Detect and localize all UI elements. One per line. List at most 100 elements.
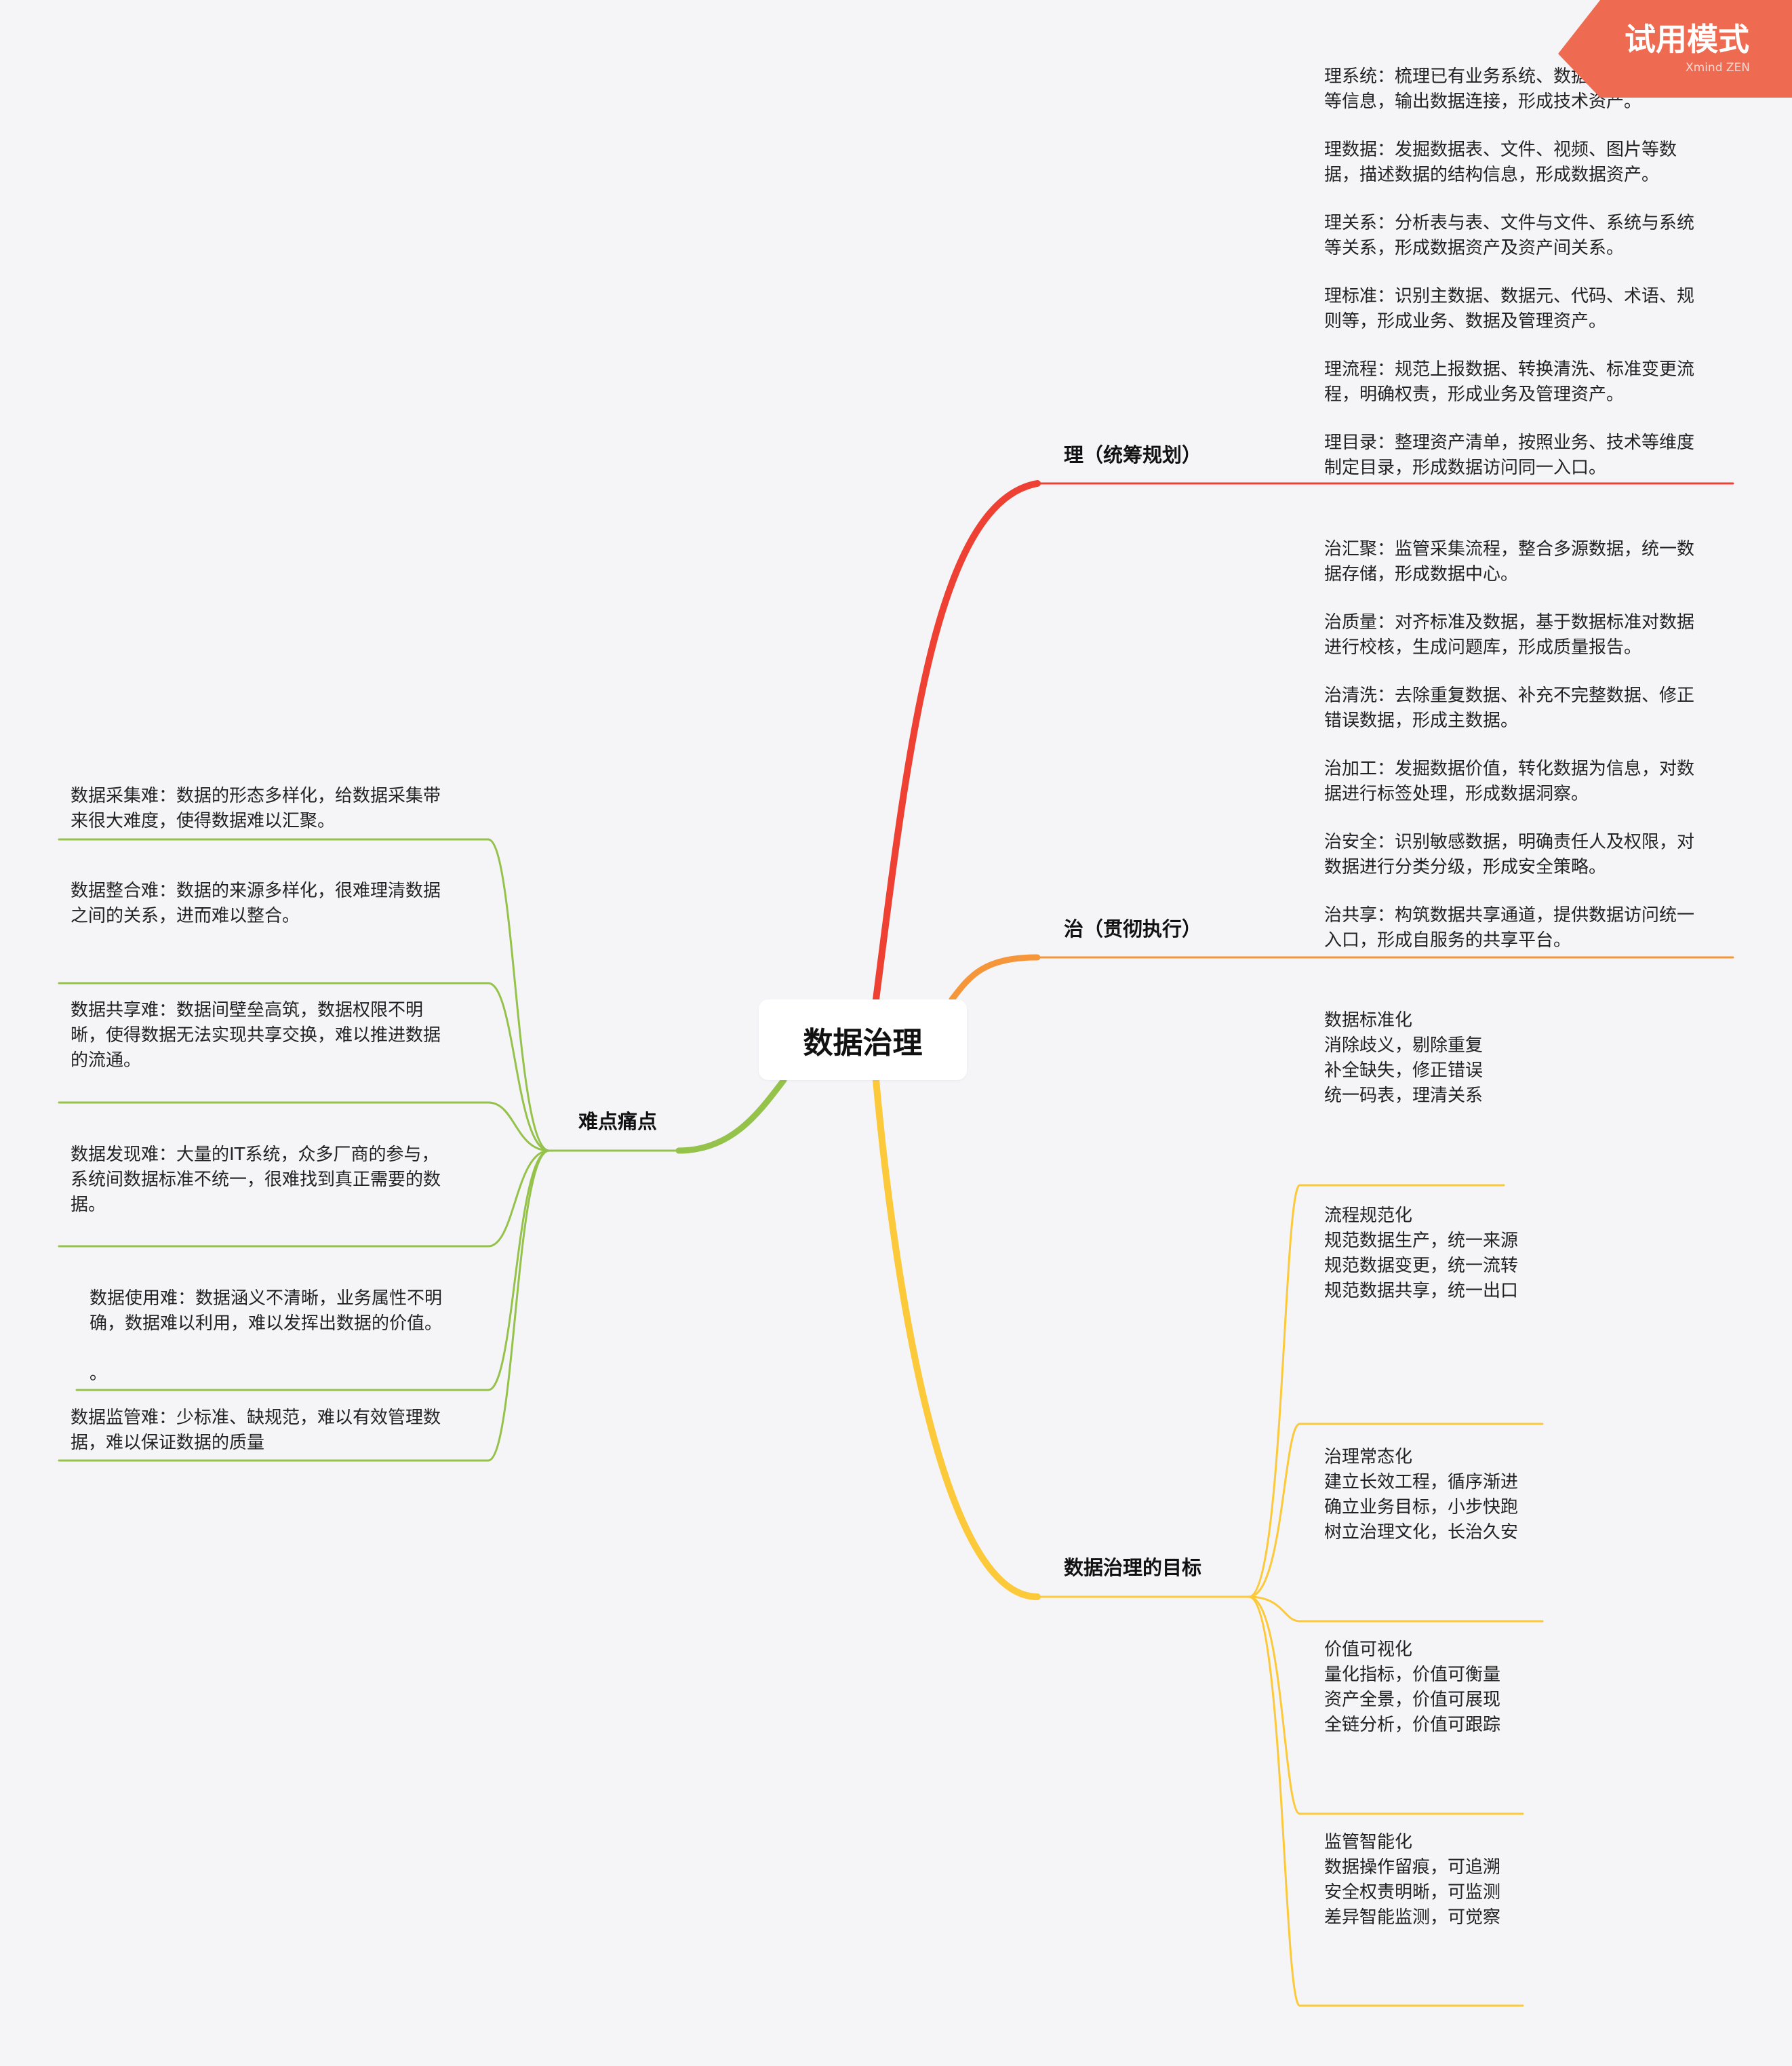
leaf-text-line: 确，数据难以利用，难以发挥出数据的价值。 xyxy=(89,1313,443,1334)
leaf-text-line: 数据监管难：少标准、缺规范，难以有效管理数 xyxy=(71,1408,441,1428)
sub-branch-line-pain-3 xyxy=(487,1149,551,1248)
leaf-text-line: 治加工：发掘数据价值，转化数据为信息，对数 xyxy=(1324,759,1695,779)
leaf-text-line: 据。 xyxy=(71,1195,106,1215)
leaf-text-line: 量化指标，价值可衡量 xyxy=(1324,1665,1501,1685)
leaf-text-line: 数据标准化 xyxy=(1324,1010,1413,1031)
trial-mode-label: 试用模式 xyxy=(1625,21,1749,58)
leaf-text-line: 治安全：识别敏感数据，明确责任人及权限，对 xyxy=(1324,832,1695,852)
leaf-topic-goals-4[interactable]: 监管智能化数据操作留痕，可追溯安全权责明晰，可监测差异智能监测，可觉察 xyxy=(1324,1830,1500,1930)
leaf-text-line: 据进行标签处理，形成数据洞察。 xyxy=(1324,784,1589,804)
leaf-text-line: 数据采集难：数据的形态多样化，给数据采集带 xyxy=(71,786,441,806)
leaf-text-line: 规范数据生产，统一来源 xyxy=(1324,1231,1519,1251)
leaf-text-line: 流程规范化 xyxy=(1324,1206,1413,1226)
leaf-topic-li-4[interactable]: 理流程：规范上报数据、转换清洗、标准变更流程，明确权责，形成业务及管理资产。 xyxy=(1324,357,1694,408)
leaf-topic-pain-1[interactable]: 数据整合难：数据的来源多样化，很难理清数据之间的关系，进而难以整合。 xyxy=(71,879,441,929)
leaf-text-line: 规范数据变更，统一流转 xyxy=(1324,1256,1519,1276)
trial-mode-brand: Xmind ZEN xyxy=(1686,61,1751,75)
sub-branch-line-goals-4 xyxy=(1248,1595,1301,2007)
leaf-text-line: 数据共享难：数据间壁垒高筑，数据权限不明 xyxy=(71,1000,424,1020)
branch-topic-pain[interactable]: 难点痛点 xyxy=(578,1110,658,1133)
leaf-text-line: 监管智能化 xyxy=(1324,1832,1413,1852)
leaf-text-line: 数据发现难：大量的IT系统，众多厂商的参与， xyxy=(71,1145,439,1165)
leaf-text-line: 治共享：构筑数据共享通道，提供数据访问统一 xyxy=(1324,905,1695,926)
sub-branch-line-goals-3 xyxy=(1248,1595,1301,1815)
sub-branch-line-pain-4 xyxy=(487,1149,551,1391)
leaf-topic-zhi-0[interactable]: 治汇聚：监管采集流程，整合多源数据，统一数据存储，形成数据中心。 xyxy=(1324,537,1694,587)
leaf-text-line: 消除歧义，剔除重复 xyxy=(1324,1035,1484,1056)
leaf-text-line: 的流通。 xyxy=(71,1050,142,1071)
leaf-text-line: 制定目录，形成数据访问同一入口。 xyxy=(1324,458,1607,478)
branch-line-pain xyxy=(675,1077,787,1154)
leaf-text-line: 数据进行分类分级，形成安全策略。 xyxy=(1324,857,1607,877)
leaf-text-line: 安全权责明晰，可监测 xyxy=(1324,1882,1501,1903)
leaf-topic-zhi-2[interactable]: 治清洗：去除重复数据、补充不完整数据、修正错误数据，形成主数据。 xyxy=(1324,683,1694,734)
leaf-topic-li-3[interactable]: 理标准：识别主数据、数据元、代码、术语、规则等，形成业务、数据及管理资产。 xyxy=(1324,284,1694,334)
leaf-text-line: 入口，形成自服务的共享平台。 xyxy=(1324,930,1572,951)
sub-branch-line-pain-1 xyxy=(487,982,551,1152)
leaf-text-line: 治理常态化 xyxy=(1324,1447,1413,1467)
leaf-topic-zhi-3[interactable]: 治加工：发掘数据价值，转化数据为信息，对数据进行标签处理，形成数据洞察。 xyxy=(1324,757,1694,807)
leaf-text-line: 之间的关系，进而难以整合。 xyxy=(71,906,300,926)
leaf-text-line: 来很大难度，使得数据难以汇聚。 xyxy=(71,811,336,831)
leaf-text-line: 差异智能监测，可觉察 xyxy=(1324,1907,1501,1928)
leaf-text-line xyxy=(89,1336,442,1362)
leaf-text-line: 程，明确权责，形成业务及管理资产。 xyxy=(1324,384,1625,405)
leaf-text-line: 治清洗：去除重复数据、补充不完整数据、修正 xyxy=(1324,686,1695,706)
leaf-topic-pain-2[interactable]: 数据共享难：数据间壁垒高筑，数据权限不明晰，使得数据无法实现共享交换，难以推进数… xyxy=(71,998,441,1073)
leaf-text-line: 。 xyxy=(89,1364,108,1384)
leaf-text-line: 规范数据共享，统一出口 xyxy=(1324,1281,1519,1301)
central-topic[interactable]: 数据治理 xyxy=(759,999,967,1080)
leaf-topic-pain-0[interactable]: 数据采集难：数据的形态多样化，给数据采集带来很大难度，使得数据难以汇聚。 xyxy=(71,784,441,834)
leaf-text-line: 据，描述数据的结构信息，形成数据资产。 xyxy=(1324,165,1660,185)
leaf-text-line: 建立长效工程，循序渐进 xyxy=(1324,1472,1519,1492)
leaf-text-line: 据存储，形成数据中心。 xyxy=(1324,564,1519,584)
leaf-text-line: 统一码表，理清关系 xyxy=(1324,1086,1484,1106)
leaf-text-line: 等关系，形成数据资产及资产间关系。 xyxy=(1324,238,1625,258)
leaf-text-line: 则等，形成业务、数据及管理资产。 xyxy=(1324,311,1607,332)
leaf-text-line: 数据使用难：数据涵义不清晰，业务属性不明 xyxy=(89,1288,443,1309)
leaf-text-line: 全链分析，价值可跟踪 xyxy=(1324,1715,1501,1735)
sub-branch-line-goals-0 xyxy=(1248,1184,1301,1598)
leaf-topic-li-1[interactable]: 理数据：发掘数据表、文件、视频、图片等数据，描述数据的结构信息，形成数据资产。 xyxy=(1324,138,1677,188)
leaf-text-line: 系统间数据标准不统一，很难找到真正需要的数 xyxy=(71,1170,441,1190)
leaf-text-line: 理目录：整理资产清单，按照业务、技术等维度 xyxy=(1324,433,1695,453)
leaf-topic-zhi-1[interactable]: 治质量：对齐标准及数据，基于数据标准对数据进行校核，生成问题库，形成质量报告。 xyxy=(1324,610,1694,660)
leaf-text-line: 补全缺失，修正错误 xyxy=(1324,1060,1484,1081)
leaf-text-line: 治汇聚：监管采集流程，整合多源数据，统一数 xyxy=(1324,539,1695,559)
leaf-topic-goals-1[interactable]: 流程规范化规范数据生产，统一来源规范数据变更，统一流转规范数据共享，统一出口 xyxy=(1324,1204,1518,1304)
leaf-text-line: 理标准：识别主数据、数据元、代码、术语、规 xyxy=(1324,286,1695,306)
leaf-topic-goals-2[interactable]: 治理常态化建立长效工程，循序渐进确立业务目标，小步快跑树立治理文化，长治久安 xyxy=(1324,1445,1518,1545)
leaf-text-line: 确立业务目标，小步快跑 xyxy=(1324,1497,1519,1517)
leaf-text-line: 错误数据，形成主数据。 xyxy=(1324,711,1519,731)
leaf-topic-pain-4[interactable]: 数据使用难：数据涵义不清晰，业务属性不明确，数据难以利用，难以发挥出数据的价值。… xyxy=(89,1286,442,1387)
leaf-text-line: 理数据：发掘数据表、文件、视频、图片等数 xyxy=(1324,140,1677,160)
leaf-topic-pain-5[interactable]: 数据监管难：少标准、缺规范，难以有效管理数据，难以保证数据的质量 xyxy=(71,1406,441,1456)
leaf-topic-pain-3[interactable]: 数据发现难：大量的IT系统，众多厂商的参与， 系统间数据标准不统一，很难找到真正需… xyxy=(71,1143,441,1218)
branch-line-zhi xyxy=(949,954,1041,1003)
branch-topic-zhi[interactable]: 治（贯彻执行） xyxy=(1064,917,1202,940)
leaf-text-line: 资产全景，价值可展现 xyxy=(1324,1690,1501,1710)
leaf-topic-goals-3[interactable]: 价值可视化量化指标，价值可衡量资产全景，价值可展现全链分析，价值可跟踪 xyxy=(1324,1637,1500,1738)
leaf-text-line: 数据操作留痕，可追溯 xyxy=(1324,1857,1501,1878)
leaf-text-line: 晰，使得数据无法实现共享交换，难以推进数据 xyxy=(71,1025,441,1046)
leaf-text-line: 进行校核，生成问题库，形成质量报告。 xyxy=(1324,637,1642,658)
leaf-topic-zhi-5[interactable]: 治共享：构筑数据共享通道，提供数据访问统一入口，形成自服务的共享平台。 xyxy=(1324,903,1694,953)
sub-branch-line-pain-0 xyxy=(487,838,551,1152)
sub-branch-line-pain-2 xyxy=(487,1101,551,1152)
trial-mode-ribbon[interactable]: 试用模式 Xmind ZEN xyxy=(1558,0,1792,98)
leaf-text-line: 理关系：分析表与表、文件与文件、系统与系统 xyxy=(1324,213,1695,233)
leaf-topic-li-2[interactable]: 理关系：分析表与表、文件与文件、系统与系统等关系，形成数据资产及资产间关系。 xyxy=(1324,211,1694,261)
leaf-text-line: 数据整合难：数据的来源多样化，很难理清数据 xyxy=(71,881,441,901)
leaf-topic-li-5[interactable]: 理目录：整理资产清单，按照业务、技术等维度制定目录，形成数据访问同一入口。 xyxy=(1324,431,1694,481)
branch-topic-goals[interactable]: 数据治理的目标 xyxy=(1064,1556,1202,1579)
leaf-topic-zhi-4[interactable]: 治安全：识别敏感数据，明确责任人及权限，对数据进行分类分级，形成安全策略。 xyxy=(1324,830,1694,880)
branch-line-goals xyxy=(873,1077,1041,1600)
sub-branch-line-goals-2 xyxy=(1248,1595,1301,1623)
leaf-text-line: 治质量：对齐标准及数据，基于数据标准对数据 xyxy=(1324,612,1695,633)
leaf-topic-goals-0[interactable]: 数据标准化消除歧义，剔除重复补全缺失，修正错误统一码表，理清关系 xyxy=(1324,1008,1483,1109)
leaf-text-line: 理流程：规范上报数据、转换清洗、标准变更流 xyxy=(1324,359,1695,380)
branch-topic-li[interactable]: 理（统筹规划） xyxy=(1064,443,1202,466)
leaf-text-line: 价值可视化 xyxy=(1324,1640,1413,1660)
leaf-text-line: 等信息，输出数据连接，形成技术资产。 xyxy=(1324,92,1642,112)
